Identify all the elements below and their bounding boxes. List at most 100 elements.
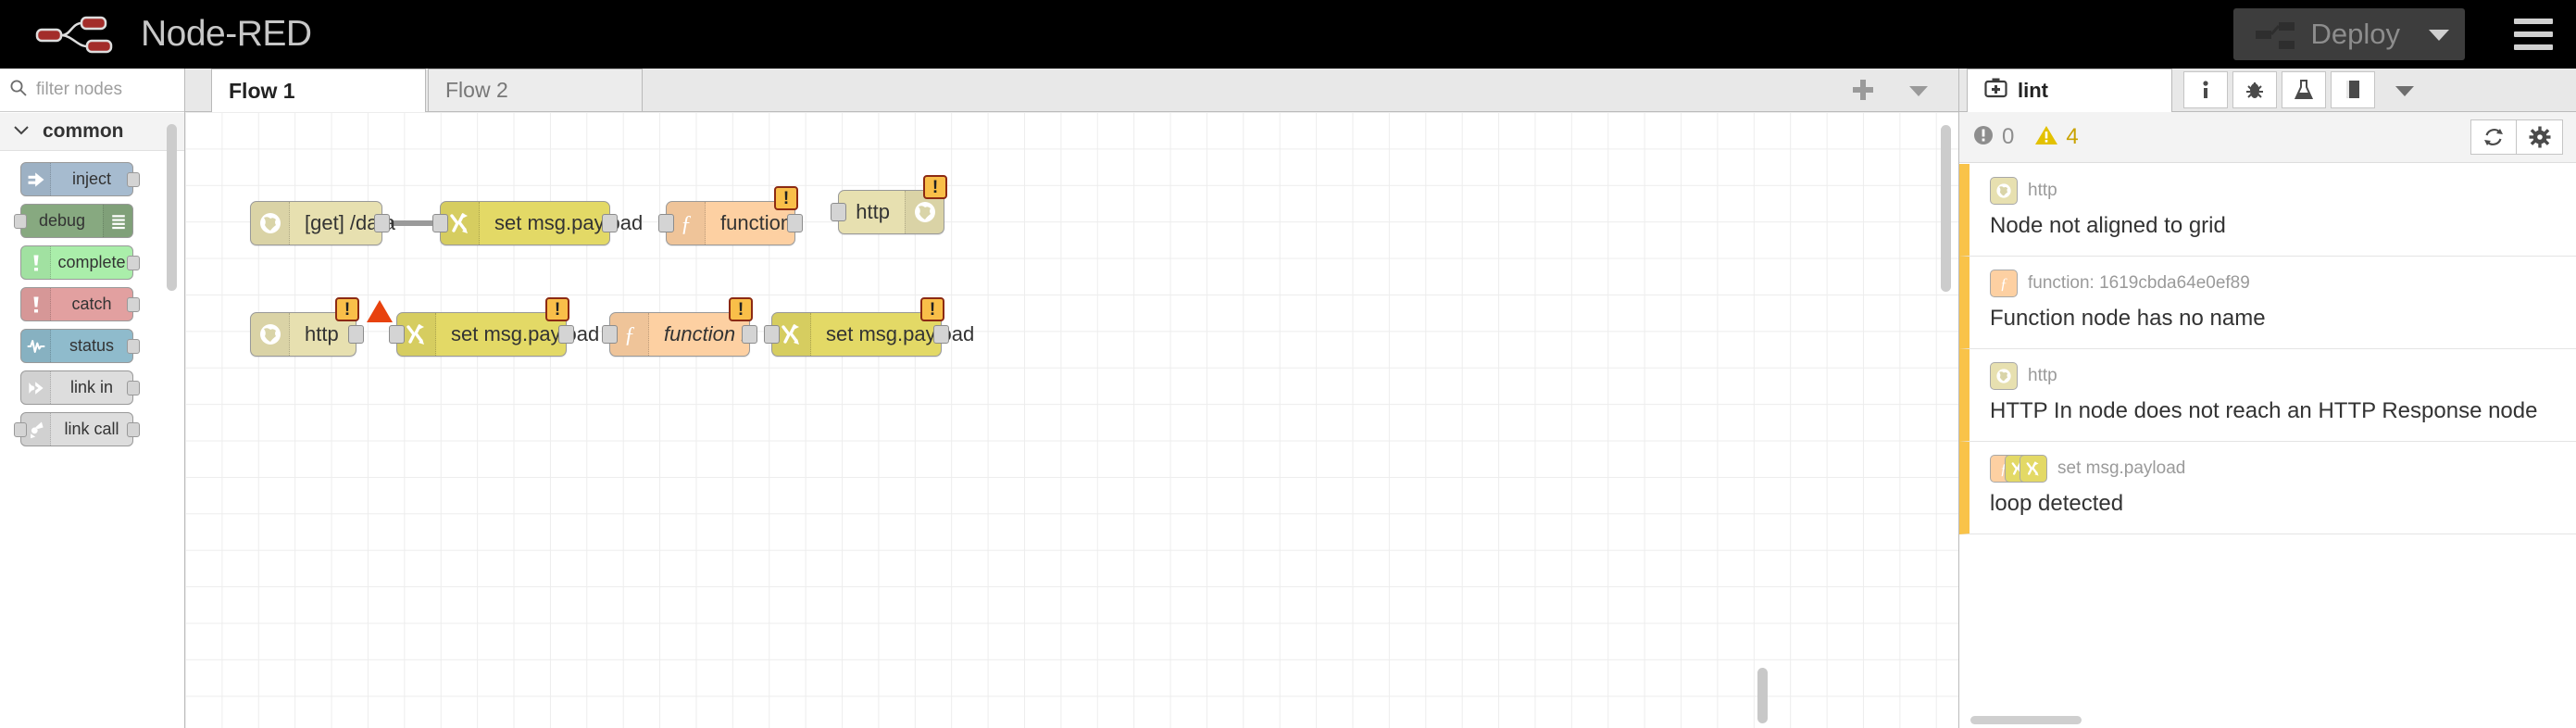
- sidebar-horizontal-scrollbar[interactable]: [1970, 716, 2082, 724]
- node-output-port[interactable]: [127, 338, 140, 354]
- sidebar-tabbar: lint: [1959, 69, 2576, 112]
- lint-warning-count: 4: [2034, 124, 2079, 151]
- node-warning-badge-icon[interactable]: !: [923, 175, 947, 199]
- deploy-nodes-icon: [2254, 18, 2298, 51]
- tab-lint[interactable]: lint: [1967, 69, 2172, 112]
- node-warning-badge-icon[interactable]: !: [545, 297, 569, 321]
- node-warning-badge-icon[interactable]: !: [335, 297, 359, 321]
- deploy-button-group[interactable]: Deploy: [2232, 8, 2465, 60]
- node-red-logo-icon: [33, 14, 126, 55]
- refresh-lint-button[interactable]: [2470, 119, 2517, 155]
- flow-node-n6[interactable]: set msg.payload!: [389, 297, 599, 357]
- debug-tab-button[interactable]: [2232, 71, 2277, 108]
- first-aid-kit-icon: [1984, 77, 2007, 106]
- tab-flow-1[interactable]: Flow 1: [211, 69, 426, 112]
- lint-node-name: set msg.payload: [2057, 458, 2186, 478]
- test-tab-button[interactable]: [2282, 71, 2326, 108]
- lint-item[interactable]: ƒ set msg.payload loop detected: [1959, 441, 2576, 534]
- node-input-port[interactable]: [831, 203, 846, 221]
- node-input-port[interactable]: [14, 213, 27, 229]
- deploy-caret-button[interactable]: [2413, 8, 2465, 60]
- tab-flow-2[interactable]: Flow 2: [428, 69, 643, 111]
- flow-menu-button[interactable]: [1894, 69, 1944, 111]
- node-input-port[interactable]: [432, 214, 448, 232]
- palette-node-label: complete: [57, 253, 126, 271]
- hamburger-bar: [2514, 19, 2553, 24]
- lint-node-name: function: 1619cbda64e0ef89: [2028, 272, 2250, 293]
- flow-node-n2[interactable]: set msg.payload: [432, 201, 643, 245]
- sidebar-menu-button[interactable]: [2380, 71, 2430, 108]
- node-output-port[interactable]: [127, 421, 140, 437]
- flow-node-label: function: [720, 211, 793, 234]
- context-tab-button[interactable]: [2331, 71, 2375, 108]
- lint-item-header: http: [1990, 361, 2557, 390]
- node-input-port[interactable]: [389, 325, 405, 344]
- node-input-port[interactable]: [764, 325, 780, 344]
- node-output-port[interactable]: [742, 325, 757, 344]
- flow-node-n4[interactable]: http!: [831, 175, 947, 234]
- deploy-button[interactable]: Deploy: [2233, 8, 2414, 60]
- palette-node-link-in[interactable]: link in: [20, 370, 140, 405]
- flow-node-label: set msg.payload: [494, 211, 644, 234]
- svg-text:ƒ: ƒ: [624, 323, 635, 346]
- node-output-port[interactable]: [374, 214, 390, 232]
- palette-node-label: debug: [38, 211, 86, 230]
- node-output-port[interactable]: [127, 171, 140, 187]
- flow-node-label: [get] /data: [305, 211, 395, 234]
- header-actions: Deploy: [2232, 0, 2576, 69]
- info-tab-button[interactable]: [2183, 71, 2228, 108]
- lint-item-header: ƒ set msg.payload: [1990, 454, 2557, 483]
- node-input-port[interactable]: [602, 325, 618, 344]
- node-alert-triangle-icon[interactable]: [367, 300, 393, 322]
- svg-text:ƒ: ƒ: [2000, 460, 2007, 477]
- flow-node-n5[interactable]: http!: [250, 297, 393, 357]
- palette-scrollbar[interactable]: [167, 124, 177, 291]
- search-input[interactable]: [36, 80, 175, 100]
- globe-icon: [1990, 177, 2018, 205]
- globe-icon: [251, 313, 290, 356]
- node-warning-badge-icon[interactable]: !: [774, 186, 798, 210]
- tab-label: Flow 1: [229, 78, 295, 103]
- flow-node-n8[interactable]: set msg.payload!: [764, 297, 974, 357]
- lint-settings-button[interactable]: [2517, 119, 2563, 155]
- lint-toolbar: 0 4: [1959, 112, 2576, 163]
- error-count-value: 0: [2002, 124, 2015, 149]
- palette-node-complete[interactable]: complete: [20, 245, 140, 280]
- deploy-label: Deploy: [2310, 18, 2401, 50]
- palette-node-status[interactable]: status: [20, 329, 140, 363]
- canvas-vertical-scrollbar[interactable]: [1941, 125, 1951, 292]
- node-output-port[interactable]: [348, 325, 364, 344]
- node-warning-badge-icon[interactable]: !: [729, 297, 753, 321]
- palette-node-link-call[interactable]: link call: [14, 412, 140, 446]
- node-output-port[interactable]: [127, 380, 140, 395]
- node-output-port[interactable]: [933, 325, 949, 344]
- palette-node-catch[interactable]: catch: [20, 287, 140, 321]
- flow-tabbar: Flow 1 Flow 2: [185, 69, 1958, 112]
- hamburger-menu-icon[interactable]: [2491, 0, 2576, 69]
- node-output-port[interactable]: [127, 255, 140, 270]
- lint-message: loop detected: [1990, 490, 2124, 516]
- flow-node-n1[interactable]: [get] /data: [250, 201, 395, 245]
- node-output-port[interactable]: [127, 296, 140, 312]
- palette-node-list: inject debug complete catch status link in lin…: [0, 151, 184, 446]
- canvas-horizontal-scrollbar[interactable]: [1757, 668, 1768, 723]
- node-input-port[interactable]: [14, 421, 27, 437]
- palette-node-debug[interactable]: debug: [14, 204, 133, 238]
- palette-search-bar[interactable]: [0, 69, 184, 112]
- add-flow-button[interactable]: [1838, 69, 1888, 111]
- node-output-port[interactable]: [602, 214, 618, 232]
- node-warning-badge-icon[interactable]: !: [920, 297, 944, 321]
- node-output-port[interactable]: [558, 325, 574, 344]
- node-output-port[interactable]: [787, 214, 803, 232]
- palette-category-common[interactable]: common: [0, 113, 184, 151]
- node-input-port[interactable]: [658, 214, 674, 232]
- palette-node-inject[interactable]: inject: [20, 162, 140, 196]
- hamburger-bar: [2514, 31, 2553, 37]
- lint-item-header: http: [1990, 177, 2557, 205]
